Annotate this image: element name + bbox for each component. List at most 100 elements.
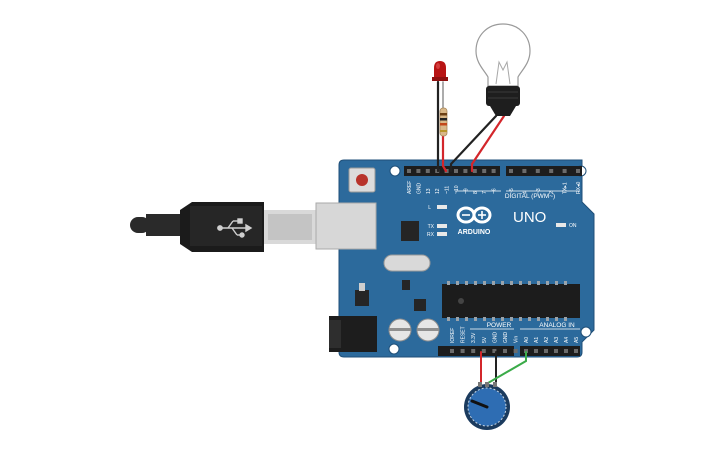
- resistor-band: [440, 130, 447, 132]
- led-rx-indicator: [437, 232, 447, 236]
- wire-resistor-pin13[interactable]: [441, 134, 448, 173]
- wire-pot-a0[interactable]: [487, 351, 527, 384]
- pin-label: TX▸1: [563, 182, 569, 194]
- capacitor-stripe: [389, 328, 411, 331]
- led-l-label: L: [428, 205, 431, 211]
- usb-b-jack: [315, 202, 377, 250]
- pin-label: A3: [554, 337, 560, 343]
- mounting-hole: [580, 326, 592, 338]
- resistor-band: [440, 118, 447, 121]
- usb-connector-inner: [268, 214, 312, 240]
- wire-lamp-black[interactable]: [449, 114, 498, 173]
- capacitor-stripe: [417, 328, 439, 331]
- pin-label: 2: [549, 191, 555, 194]
- pin-label: A0: [524, 337, 530, 343]
- wires: [436, 80, 527, 384]
- pin-hole[interactable]: [407, 169, 411, 173]
- pin-label: IOREF: [450, 328, 456, 343]
- pin-hole[interactable]: [491, 169, 496, 173]
- pin-hole[interactable]: [522, 169, 527, 173]
- pin-hole[interactable]: [425, 169, 430, 173]
- pin-hole[interactable]: [450, 349, 454, 353]
- bottom-pin-holes[interactable]: [450, 349, 578, 353]
- power-jack-front: [329, 320, 341, 348]
- usb-cable[interactable]: [130, 202, 316, 252]
- pin-label: GND: [416, 183, 422, 195]
- digital-header-label: DIGITAL (PWM~): [505, 193, 555, 200]
- led-body: [434, 61, 446, 78]
- pin-hole[interactable]: [574, 349, 578, 353]
- pin-hole[interactable]: [460, 349, 465, 353]
- pin-hole[interactable]: [482, 169, 487, 173]
- pin-hole[interactable]: [463, 169, 468, 173]
- pin-label: 5V: [482, 336, 488, 343]
- pin-hole[interactable]: [554, 349, 558, 353]
- pin-hole[interactable]: [549, 169, 554, 173]
- pin-hole[interactable]: [534, 349, 538, 353]
- pin-label: 7: [482, 191, 488, 194]
- reset-button-cap[interactable]: [356, 174, 368, 186]
- pin-hole[interactable]: [416, 169, 421, 173]
- usb-cable-boot: [146, 214, 182, 236]
- atmega-chip: [442, 281, 580, 321]
- voltage-regulator: [355, 290, 369, 306]
- potentiometer-pin: [485, 382, 489, 387]
- resistor-band: [440, 123, 447, 126]
- analog-in-label: ANALOG IN: [539, 322, 575, 329]
- resistor-band: [440, 113, 447, 116]
- pin-hole[interactable]: [535, 169, 540, 173]
- led-rx-label: RX: [427, 232, 435, 238]
- resistor[interactable]: [439, 107, 448, 137]
- digital-header-right[interactable]: [506, 166, 582, 176]
- potentiometer[interactable]: [464, 382, 510, 430]
- board-model: UNO: [513, 209, 546, 226]
- pin-hole[interactable]: [513, 349, 518, 353]
- pin-hole[interactable]: [472, 169, 477, 173]
- pin-hole[interactable]: [481, 349, 486, 353]
- pin-label: Vin: [514, 336, 520, 343]
- led-tx-label: TX: [428, 224, 435, 230]
- pin-hole[interactable]: [471, 349, 476, 353]
- pin-label: RESET: [461, 326, 467, 343]
- pin-hole[interactable]: [503, 349, 507, 353]
- pin-hole[interactable]: [562, 169, 567, 173]
- pin-label: A2: [544, 337, 550, 343]
- pin-hole[interactable]: [492, 349, 497, 353]
- usb-plug-grip: [190, 206, 262, 246]
- analog-header[interactable]: [520, 346, 580, 356]
- smd-chip: [402, 280, 410, 290]
- pin-label: RX◂0: [576, 182, 582, 194]
- power-label: POWER: [487, 322, 512, 329]
- pin-hole[interactable]: [576, 169, 580, 173]
- power-header[interactable]: [438, 346, 514, 356]
- led-l-indicator: [437, 205, 447, 209]
- pin-hole[interactable]: [454, 169, 458, 173]
- usb-symbol-icon: [217, 218, 253, 238]
- usb-interface-chip: [401, 221, 419, 241]
- usb-cable-end: [130, 217, 150, 233]
- pin-label: 8: [473, 191, 479, 194]
- wire-lamp-red[interactable]: [470, 114, 506, 173]
- pin-hole[interactable]: [544, 349, 548, 353]
- light-bulb[interactable]: [475, 23, 531, 116]
- potentiometer-pin: [478, 382, 482, 387]
- led-tx-indicator: [437, 224, 447, 228]
- pin-label: GND: [503, 332, 509, 344]
- pin-label: AREF: [407, 181, 413, 194]
- board-brand: ARDUINO: [458, 229, 491, 236]
- bulb-filament: [495, 60, 511, 85]
- pin-label: GND: [492, 332, 498, 344]
- crystal-oscillator: [383, 254, 431, 272]
- potentiometer-pin: [493, 382, 497, 387]
- pin-hole[interactable]: [509, 169, 513, 173]
- pin-label: ~11: [445, 186, 451, 194]
- red-led[interactable]: [432, 61, 448, 81]
- bulb-glass: [475, 23, 531, 87]
- pin-hole[interactable]: [564, 349, 568, 353]
- regulator-tab: [359, 283, 365, 291]
- pin-label: ~10: [454, 185, 460, 194]
